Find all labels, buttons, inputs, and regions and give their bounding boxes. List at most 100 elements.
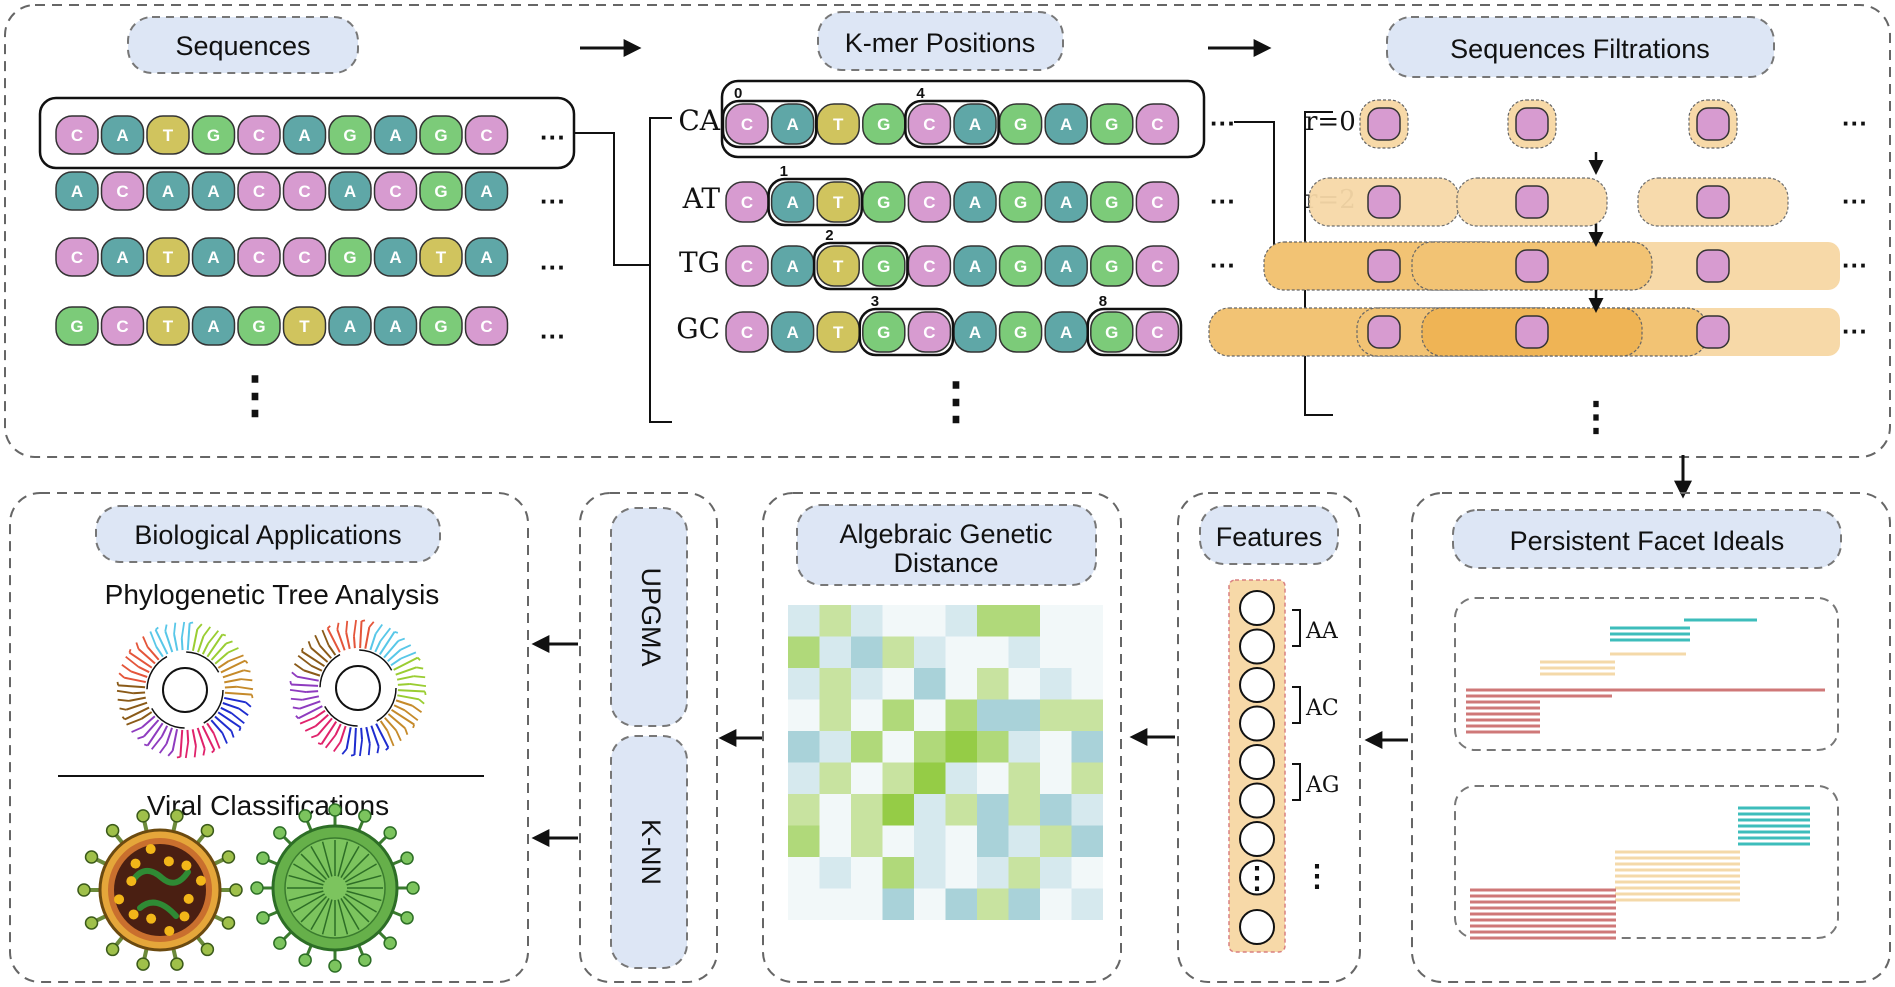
heatmap-cell [977,762,1009,794]
nucleotide-letter: C [1151,115,1163,134]
svg-text:Features: Features [1216,522,1323,552]
nucleotide-A: A [373,306,418,346]
heatmap-cell [851,605,883,637]
kmer-ellipsis: ··· [1210,250,1236,280]
svg-text:K-NN: K-NN [636,819,666,885]
heatmap-cell [882,605,914,637]
nucleotide-A: A [770,245,815,287]
kmer-position: 2 [825,227,833,244]
features-panel [1177,492,1361,983]
nucleotide-C: C [1135,245,1180,287]
heatmap-cell [1040,888,1072,920]
nucleotide-letter: A [207,248,219,267]
nucleotide-A: A [328,171,372,211]
heatmap-cell [977,857,1009,889]
heatmap-cell [788,825,820,857]
nucleotide-C: C [725,245,769,287]
heatmap-cell [819,731,851,763]
nucleotide-letter: G [877,115,890,134]
nucleotide-letter: G [877,257,890,276]
nucleotide-C: C [464,115,509,155]
nucleotide-C: C [907,245,952,287]
heatmap-cell [977,794,1009,826]
heatmap-cell [1040,794,1072,826]
heatmap-cell [977,668,1009,700]
filtration-row: r=2··· [1305,177,1868,227]
nucleotide-letter: C [923,323,935,342]
nucleotide-letter: A [969,323,981,342]
nucleotide-C: C [464,306,509,346]
heatmap-cell [914,731,946,763]
nucleotide-letter: A [116,126,128,145]
nucleotide-letter: A [344,182,356,201]
classifier-panel [579,492,718,983]
nucleotide-letter: C [71,248,83,267]
kmer-title: K-mer Positions [817,11,1064,71]
heatmap-cell [788,605,820,637]
feature-label-vdots: ⋮ [1302,860,1332,893]
nucleotide-letter: T [163,248,174,267]
nucleotide-C: C [907,311,952,353]
feature-brace [1292,763,1301,801]
vertex [1696,249,1730,283]
heatmap-cell [945,857,977,889]
nucleotide-A: A [191,171,236,211]
heatmap-cell [945,605,977,637]
vertex [1515,249,1549,283]
barcode-box-2 [1454,785,1839,939]
heatmap-cell [851,762,883,794]
heatmap-cell [945,888,977,920]
heatmap-cell [914,762,946,794]
heatmap-cell [1071,825,1103,857]
nucleotide-C: C [282,171,327,211]
facet-panel [1411,492,1891,983]
nucleotide-letter: C [253,248,265,267]
heatmap-cell [977,731,1009,763]
nucleotide-G: G [419,115,463,155]
bio-title: Biological Applications [95,505,441,563]
nucleotide-C: C [1135,181,1180,223]
svg-text:Biological Applications: Biological Applications [134,520,401,550]
nucleotide-T: T [146,306,190,346]
heatmap-cell [882,888,914,920]
feature-brace [1292,686,1301,724]
heatmap-cell [819,762,851,794]
nucleotide-C: C [907,181,952,223]
heatmap-cell [1071,636,1103,668]
heatmap-cell [1040,636,1072,668]
feature-node [1239,744,1275,780]
nucleotide-C: C [100,306,145,346]
nucleotide-T: T [816,311,860,353]
heatmap-cell [977,825,1009,857]
vertex [1515,315,1549,349]
heatmap-cell [882,825,914,857]
heatmap-cell [788,857,820,889]
nucleotide-G: G [419,306,463,346]
nucleotide-letter: G [1014,193,1027,212]
nucleotide-letter: C [923,257,935,276]
kmer-position: 0 [734,85,742,102]
nucleotide-letter: C [298,248,310,267]
heatmap-cell [1071,762,1103,794]
nucleotide-G: G [191,115,236,155]
nucleotide-letter: A [969,257,981,276]
nucleotide-C: C [725,181,769,223]
sequences-title: Sequences [127,16,359,74]
heatmap-cell [882,762,914,794]
nucleotide-A: A [953,245,997,287]
nucleotide-G: G [55,306,99,346]
nucleotide-A: A [55,171,99,211]
heatmap-cell [882,636,914,668]
sequence-ellipsis: ··· [540,186,566,216]
nucleotide-letter: A [1060,115,1072,134]
nucleotide-G: G [998,181,1043,223]
heatmap-cell [945,636,977,668]
nucleotide-A: A [100,115,145,155]
nucleotide-letter: A [298,126,310,145]
